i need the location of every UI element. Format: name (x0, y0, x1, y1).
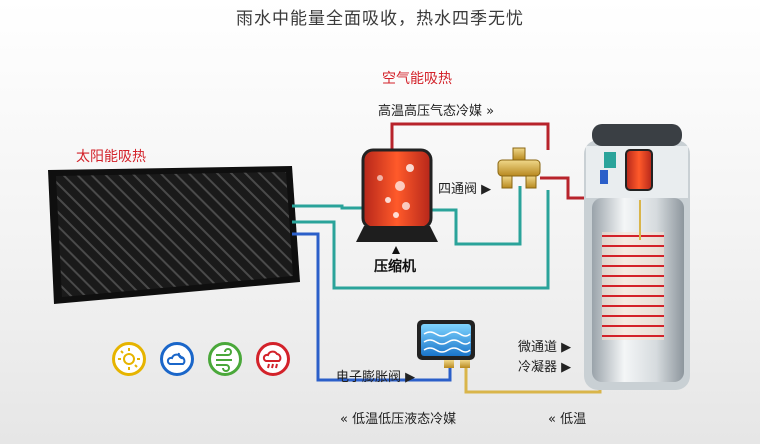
compressor-label: 压缩机 (374, 259, 416, 275)
water-heater-tank (584, 124, 690, 390)
four-way-valve-label: 四通阀 ▶ (438, 182, 492, 197)
micro-channel-label: 微通道 ▶ (518, 340, 572, 355)
solar-panel (48, 166, 300, 304)
expansion-valve-label: 电子膨胀阀 ▶ (336, 370, 416, 385)
cloudy-night-icon (160, 342, 194, 376)
teal-pipe-lower (292, 190, 550, 290)
rain-icon (256, 342, 290, 376)
wind-icon (208, 342, 242, 376)
page-headline: 雨水中能量全面吸收，热水四季无忧 (236, 9, 524, 29)
air-absorb-label: 空气能吸热 (382, 71, 452, 87)
teal-pipe-loop (430, 186, 522, 246)
sun-icon (112, 342, 146, 376)
expansion-valve (417, 320, 475, 368)
solar-absorb-label: 太阳能吸热 (76, 149, 146, 165)
compressor (356, 148, 438, 254)
hot-refrigerant-pipe (390, 122, 550, 150)
four-way-valve (497, 147, 541, 189)
low-refrigerant-label: « 低温低压液态冷媒 (340, 412, 457, 427)
hot-refrigerant-label: 高温高压气态冷媒 » (378, 104, 495, 119)
cold-pipe (292, 232, 452, 382)
condenser-label: 冷凝器 ▶ (518, 360, 572, 375)
bottom-right-label: « 低温 (548, 412, 587, 427)
teal-pipe-upper (292, 204, 362, 210)
